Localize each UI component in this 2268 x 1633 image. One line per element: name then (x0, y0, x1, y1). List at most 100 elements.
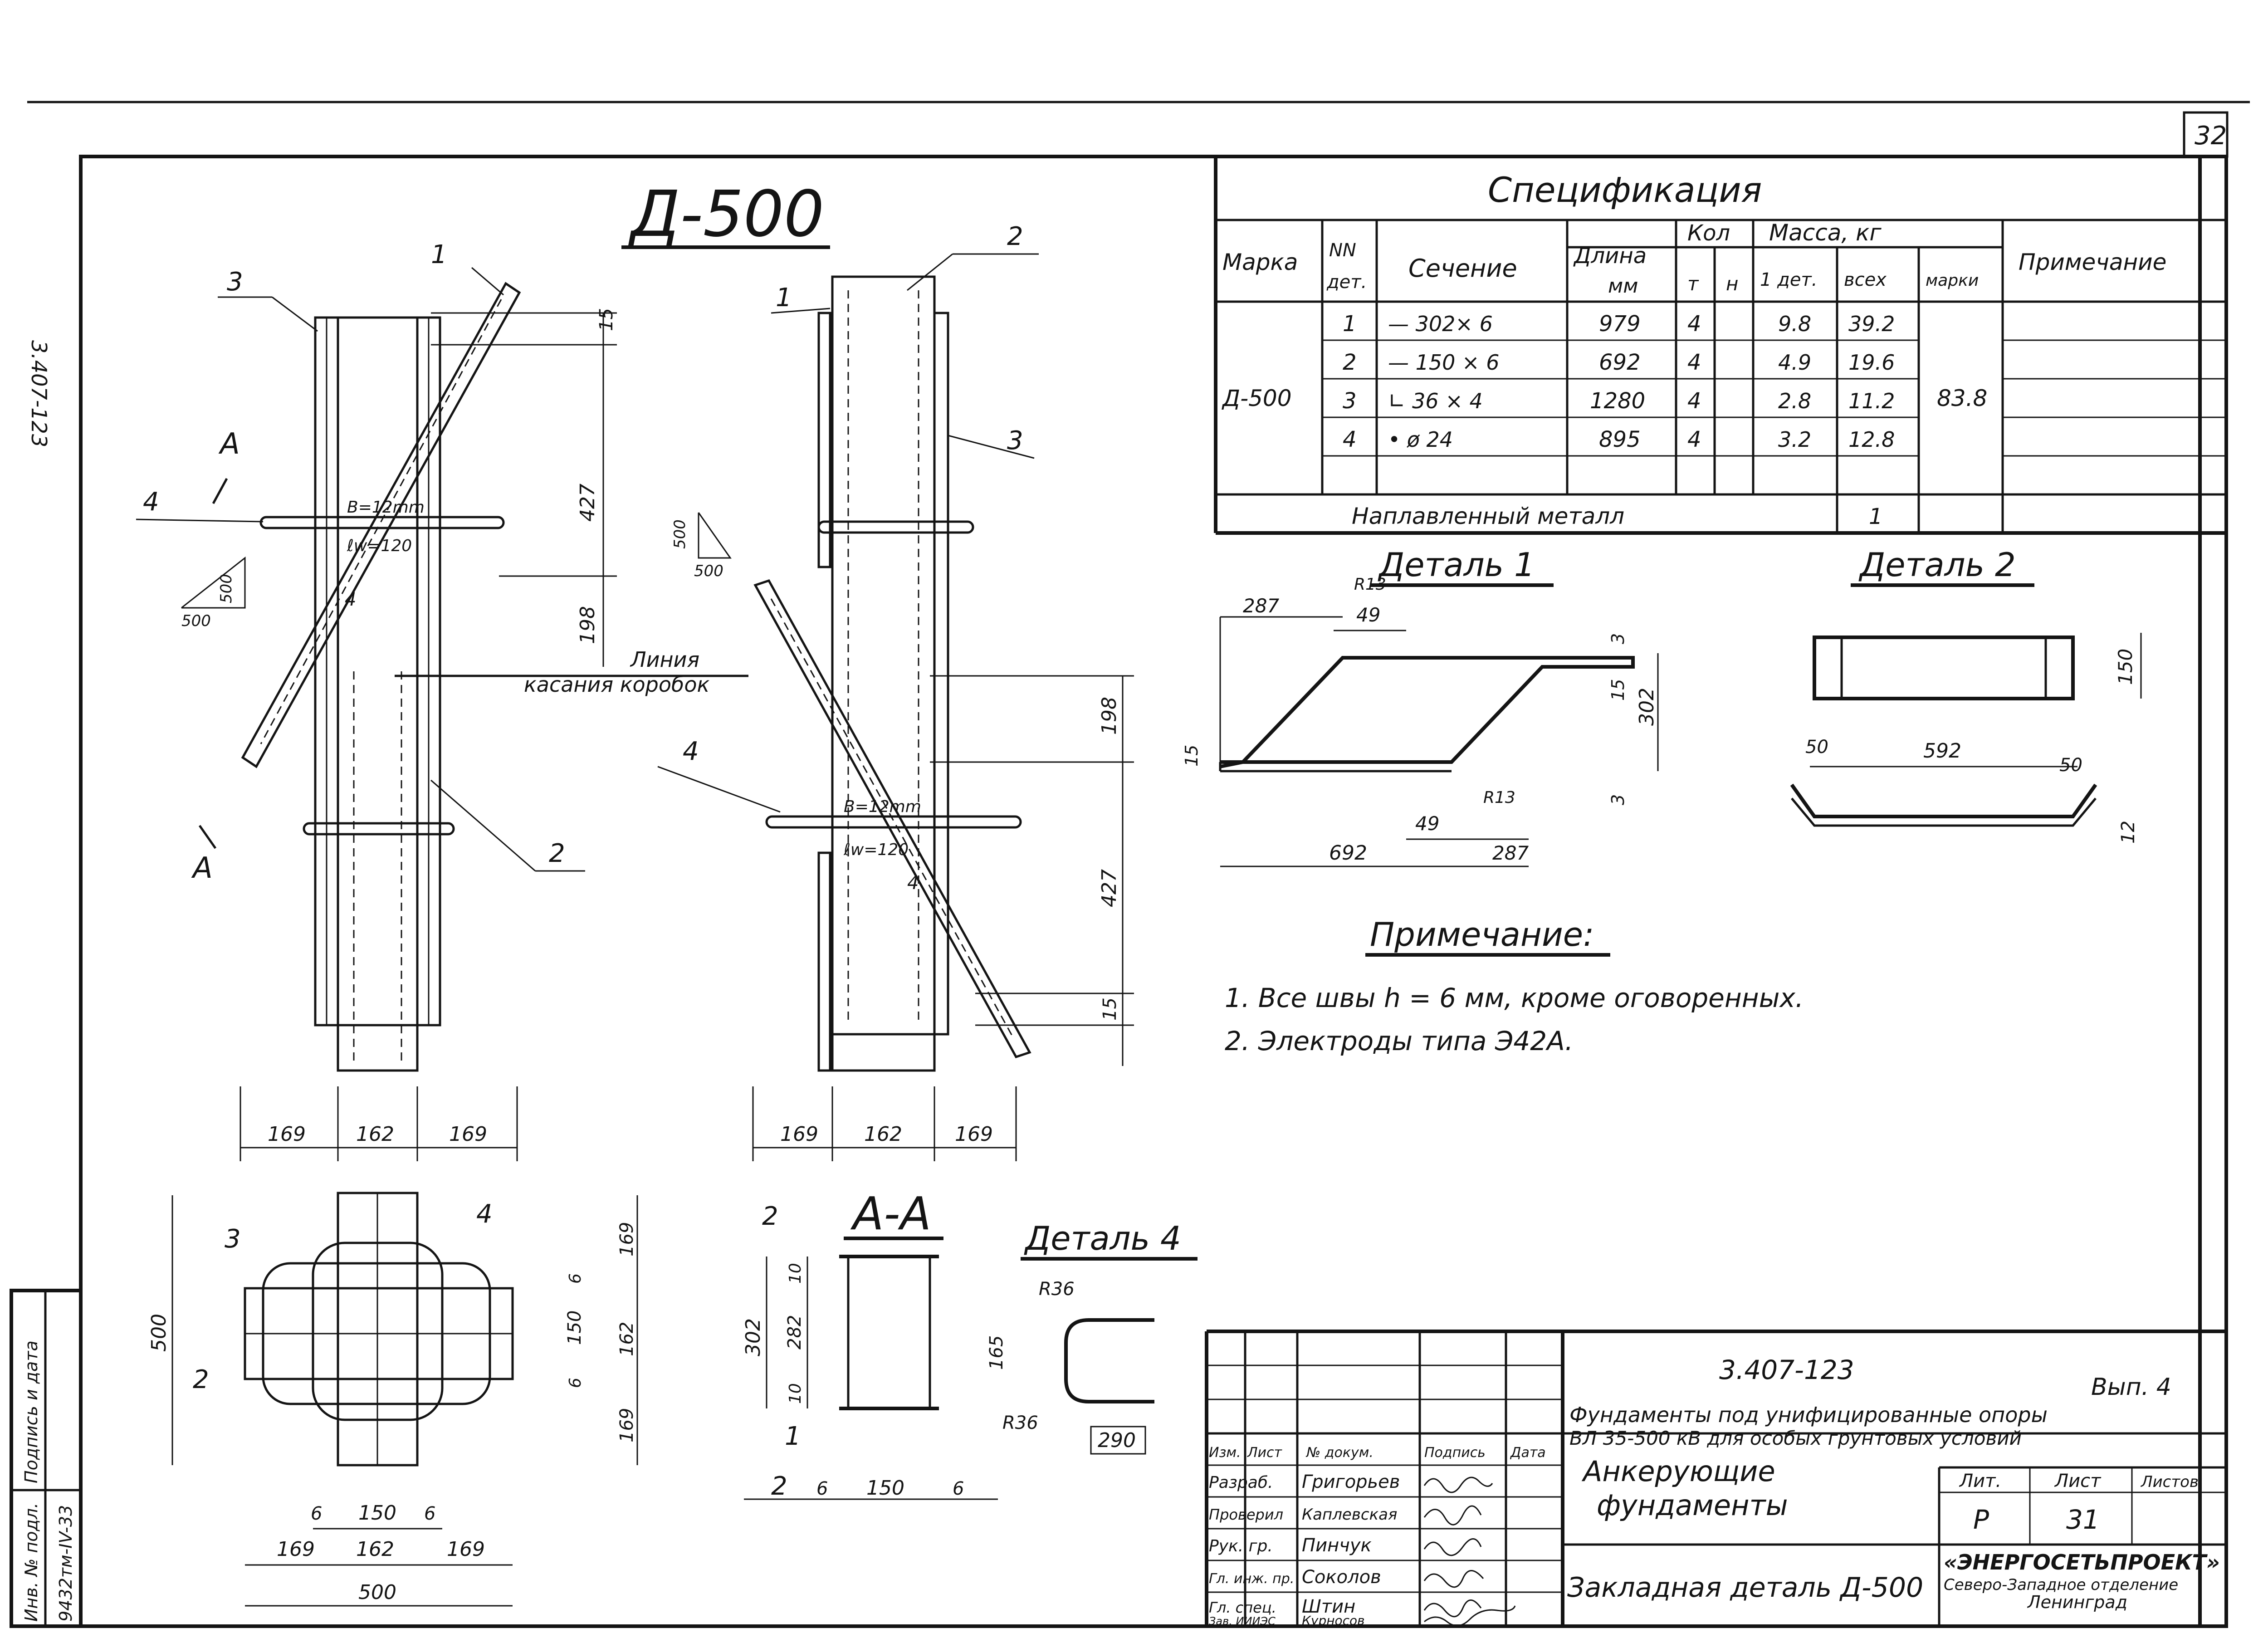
detail1-dim-287b: 287 (1492, 842, 1529, 864)
aa-dim-h3: 6 (953, 1478, 964, 1499)
spec-h-mass: Масса, кг (1769, 220, 1882, 246)
side-weld-mark: 4 (907, 873, 919, 894)
spec-cell: 4.9 (1778, 350, 1811, 375)
main-title: Д-500 (628, 177, 824, 251)
role-5: Гл. спец. (1209, 1599, 1276, 1616)
detail1-dim-r13b: R13 (1483, 788, 1515, 807)
side-code: 3.407-123 (27, 340, 51, 447)
spec-cell: 3 (1343, 388, 1357, 414)
sheet-frame: 32 3.407-123 Инв. № подл. 9432тм-IV-33 П… (10, 101, 2250, 1628)
aa-dim-302: 302 (742, 1318, 765, 1356)
plan-dim-r3: 150 (564, 1310, 585, 1345)
col-date: Дата (1510, 1445, 1546, 1461)
spec-cell: • ø 24 (1388, 427, 1453, 452)
main-callout-4: 4 (143, 487, 159, 517)
spec-cell: 895 (1599, 427, 1641, 452)
col-izm: Изм. (1209, 1445, 1241, 1461)
aa-callout-2b: 2 (771, 1472, 787, 1501)
plan-dim-r6: 169 (616, 1408, 637, 1442)
section-aa-title: А-А (850, 1187, 931, 1240)
aa-dim-h2: 150 (866, 1477, 904, 1500)
detail-4: Деталь 4 R36 R36 165 290 (986, 1219, 1198, 1455)
main-slope-h: 500 (181, 612, 211, 630)
person-3: Пинчук (1302, 1535, 1372, 1556)
side-dim-3: 169 (955, 1123, 993, 1146)
plan-dim-total: 500 (358, 1581, 396, 1604)
main-dim-1: 169 (268, 1123, 306, 1146)
spec-markmass-value: 83.8 (1937, 385, 1987, 411)
spec-mark-value: Д-500 (1222, 385, 1292, 411)
plan-view: 500 169 6 150 162 6 169 6 150 6 169 162 … (147, 1192, 638, 1607)
role-6: Зав. ИИИЭС (1209, 1615, 1276, 1628)
spec-row-1: 1 — 302× 6 979 4 9.8 39.2 (1343, 311, 1895, 337)
side-dim-2: 162 (864, 1123, 902, 1146)
role-1: Разраб. (1209, 1473, 1273, 1492)
spec-cell: 1280 (1590, 388, 1645, 414)
detail4-r2: R36 (1002, 1413, 1038, 1433)
spec-cell: 4 (1343, 427, 1357, 452)
spec-cell: 2.8 (1778, 389, 1811, 413)
spec-cell: 11.2 (1848, 389, 1895, 413)
col-sign: Подпись (1424, 1445, 1486, 1461)
spec-weld-metal-label: Наплавленный металл (1352, 503, 1624, 529)
detail2-dim-592: 592 (1923, 739, 1961, 763)
side-slope-v: 500 (671, 519, 689, 549)
spec-cell: 4 (1687, 350, 1701, 375)
spec-cell: 19.6 (1848, 350, 1895, 375)
plan-dim-r4: 162 (616, 1322, 637, 1356)
side-weld-l: ℓw=120 (843, 841, 909, 859)
main-view: Д-500 B=12mm ℓw=120 4 Линия касания коро… (136, 177, 830, 1161)
side-dim-1: 169 (780, 1123, 818, 1146)
detail2-dim-50b: 50 (2059, 755, 2082, 776)
person-1: Григорьев (1302, 1472, 1400, 1492)
spec-cell: 12.8 (1848, 427, 1895, 452)
main-vdim-427: 427 (576, 484, 599, 522)
spec-h-markmass: марки (1926, 271, 1979, 290)
plan-callout-3: 3 (225, 1224, 241, 1254)
spec-cell: 4 (1687, 427, 1701, 452)
spec-h-qty: Кол (1687, 220, 1730, 246)
spec-h-mm: мм (1608, 274, 1638, 298)
spec-h-note: Примечание (2019, 249, 2166, 275)
person-5: Штин (1302, 1596, 1355, 1617)
section-mark-top: A (218, 427, 240, 461)
main-weld-b: B=12mm (347, 498, 425, 517)
note-1: 1. Все швы h = 6 мм, кроме оговоренных. (1225, 983, 1804, 1013)
spec-h-all: всех (1844, 269, 1887, 290)
main-callout-2: 2 (549, 839, 565, 868)
main-slope-v: 500 (217, 574, 235, 603)
detail-2: Деталь 2 150 592 50 50 12 (1790, 546, 2142, 844)
org-1: «ЭНЕРГОСЕТЬПРОЕКТ» (1944, 1550, 2220, 1574)
side-view: B=12mm ℓw=120 4 198 427 15 500 500 169 1… (657, 222, 1134, 1161)
role-4: Гл. инж. пр. (1209, 1571, 1294, 1587)
spec-cell: 4 (1687, 311, 1701, 337)
spec-h-mark: Марка (1222, 249, 1298, 275)
side-vdim-198: 198 (1098, 697, 1121, 735)
sign-label: Подпись и дата (21, 1340, 41, 1483)
detail4-h: 165 (986, 1335, 1007, 1370)
person-2: Каплевская (1302, 1506, 1397, 1524)
role-3: Рук. гр. (1209, 1537, 1273, 1555)
side-callout-1: 1 (776, 283, 792, 313)
spec-h-t: т (1687, 273, 1699, 295)
spec-cell: 1 (1343, 311, 1357, 337)
spec-cell: 2 (1343, 350, 1357, 375)
detail2-dim-12: 12 (2118, 821, 2139, 844)
detail1-dim-692: 692 (1329, 841, 1367, 865)
title-block: 3.407-123 Вып. 4 Фундаменты под унифицир… (1205, 1330, 2226, 1628)
doc-title-2: фундаменты (1597, 1489, 1788, 1522)
stamp-issue: Вып. 4 (2091, 1374, 2171, 1401)
aa-dim-h1: 6 (816, 1478, 828, 1499)
main-vdim-15: 15 (596, 308, 617, 331)
section-aa: А-А 302 10 282 10 6 150 6 1 2 2 (742, 1187, 998, 1501)
doc-title-1: Анкерующие (1581, 1455, 1775, 1488)
plan-callout-4: 4 (476, 1199, 493, 1229)
drawing-name: Закладная деталь Д-500 (1567, 1572, 1923, 1604)
sheets-label: Листов (2140, 1473, 2199, 1491)
plan-callout-2: 2 (193, 1365, 209, 1394)
detail1-dim-49a: 49 (1356, 604, 1380, 626)
spec-row-2: 2 — 150 × 6 692 4 4.9 19.6 (1343, 350, 1895, 375)
main-dim-2: 162 (356, 1123, 394, 1146)
plan-dim-r2: 6 (566, 1273, 585, 1284)
spec-h-nn: NN (1329, 240, 1356, 261)
